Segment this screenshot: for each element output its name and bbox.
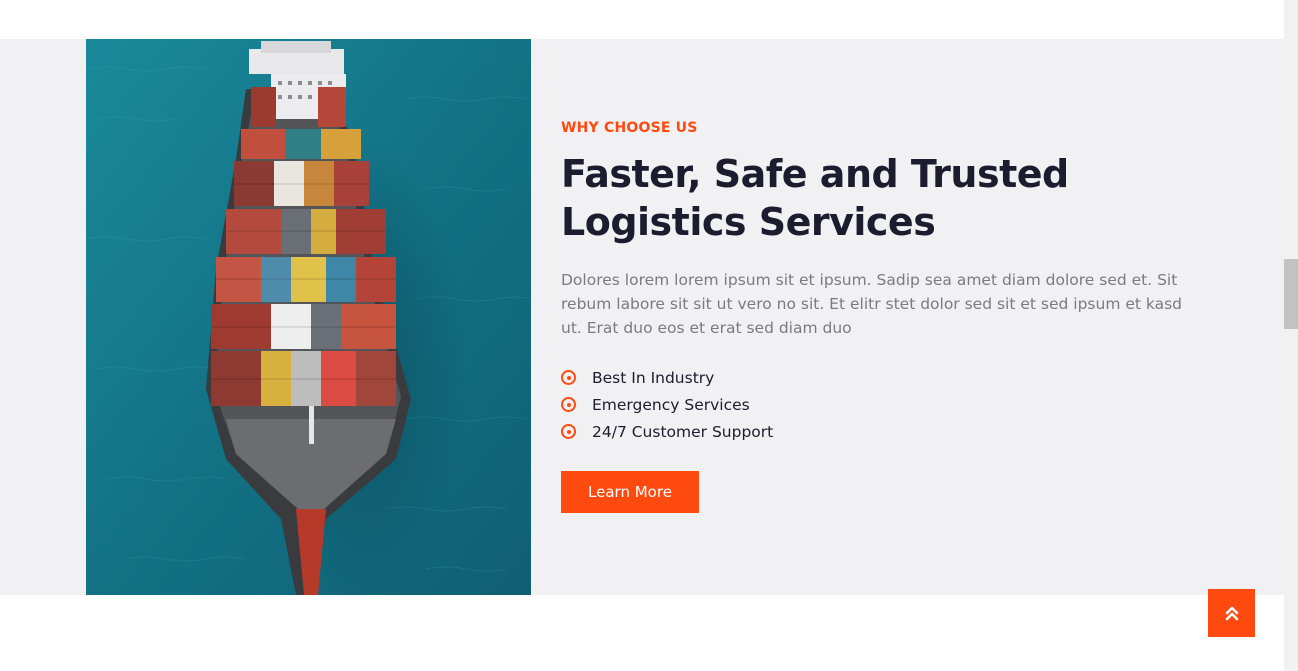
- circle-dot-icon: [561, 424, 576, 439]
- feature-label: Emergency Services: [592, 395, 750, 414]
- feature-list: Best In Industry Emergency Services 24/7…: [561, 364, 1201, 445]
- page-bottom-area: [0, 595, 1284, 671]
- section-title: Faster, Safe and Trusted Logistics Servi…: [561, 152, 1069, 244]
- double-chevron-up-icon: [1225, 606, 1238, 621]
- why-choose-us-content: WHY CHOOSE US Faster, Safe and Trusted L…: [561, 120, 1201, 445]
- circle-dot-icon: [561, 397, 576, 412]
- feature-item: 24/7 Customer Support: [561, 418, 1201, 445]
- page-top-area: [0, 0, 1284, 39]
- learn-more-button[interactable]: Learn More: [561, 471, 699, 513]
- page-scrollbar-thumb[interactable]: [1284, 259, 1298, 329]
- feature-item: Emergency Services: [561, 391, 1201, 418]
- feature-label: 24/7 Customer Support: [592, 422, 774, 441]
- feature-item: Best In Industry: [561, 364, 1201, 391]
- page-scrollbar-track[interactable]: [1284, 0, 1298, 671]
- circle-dot-icon: [561, 370, 576, 385]
- back-to-top-button[interactable]: [1208, 589, 1255, 637]
- section-description: Dolores lorem lorem ipsum sit et ipsum. …: [561, 271, 1183, 337]
- cargo-ship-image: [86, 39, 531, 595]
- section-eyebrow: WHY CHOOSE US: [561, 120, 698, 136]
- feature-label: Best In Industry: [592, 368, 715, 387]
